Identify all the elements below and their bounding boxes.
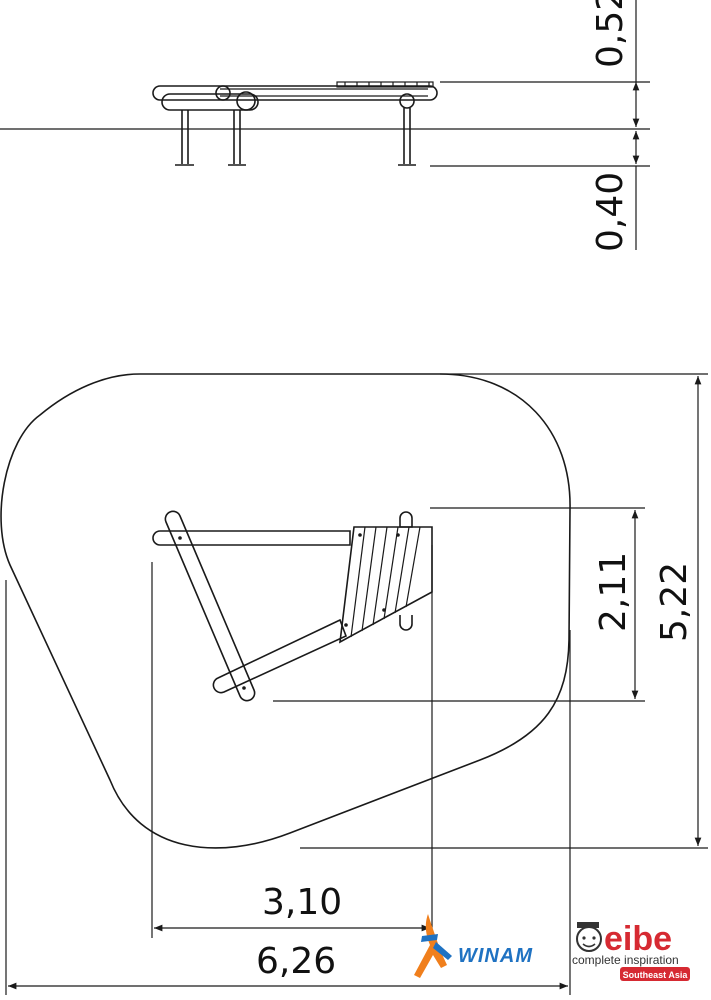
winam-wordmark: WINAM [458, 945, 533, 967]
area-width-label: 6,26 [256, 941, 336, 982]
eibe-face-icon [576, 922, 602, 952]
equipment-width-label: 3,10 [262, 882, 342, 923]
eibe-logo: eibe complete inspiration Southeast Asia [572, 920, 690, 981]
height-above-label: 0,52 [590, 0, 631, 68]
eibe-region-badge [620, 967, 690, 981]
equipment-plan [152, 510, 433, 702]
eibe-tagline: complete inspiration [572, 953, 679, 967]
side-elevation: 0,52 0,40 [0, 0, 650, 252]
winam-figure-icon [414, 914, 447, 978]
beam-elevation [152, 81, 438, 111]
plan-view: 2,11 5,22 3,10 6,26 [0, 373, 708, 995]
eibe-wordmark: eibe [604, 920, 672, 958]
safety-area-outline [0, 373, 571, 849]
area-depth-label: 5,22 [654, 562, 695, 642]
eibe-region-label: Southeast Asia [623, 970, 689, 980]
equipment-depth-label: 2,11 [593, 552, 634, 632]
posts-elevation [175, 108, 416, 166]
depth-below-label: 0,40 [590, 172, 631, 252]
winam-logo: WINAM [414, 914, 533, 978]
